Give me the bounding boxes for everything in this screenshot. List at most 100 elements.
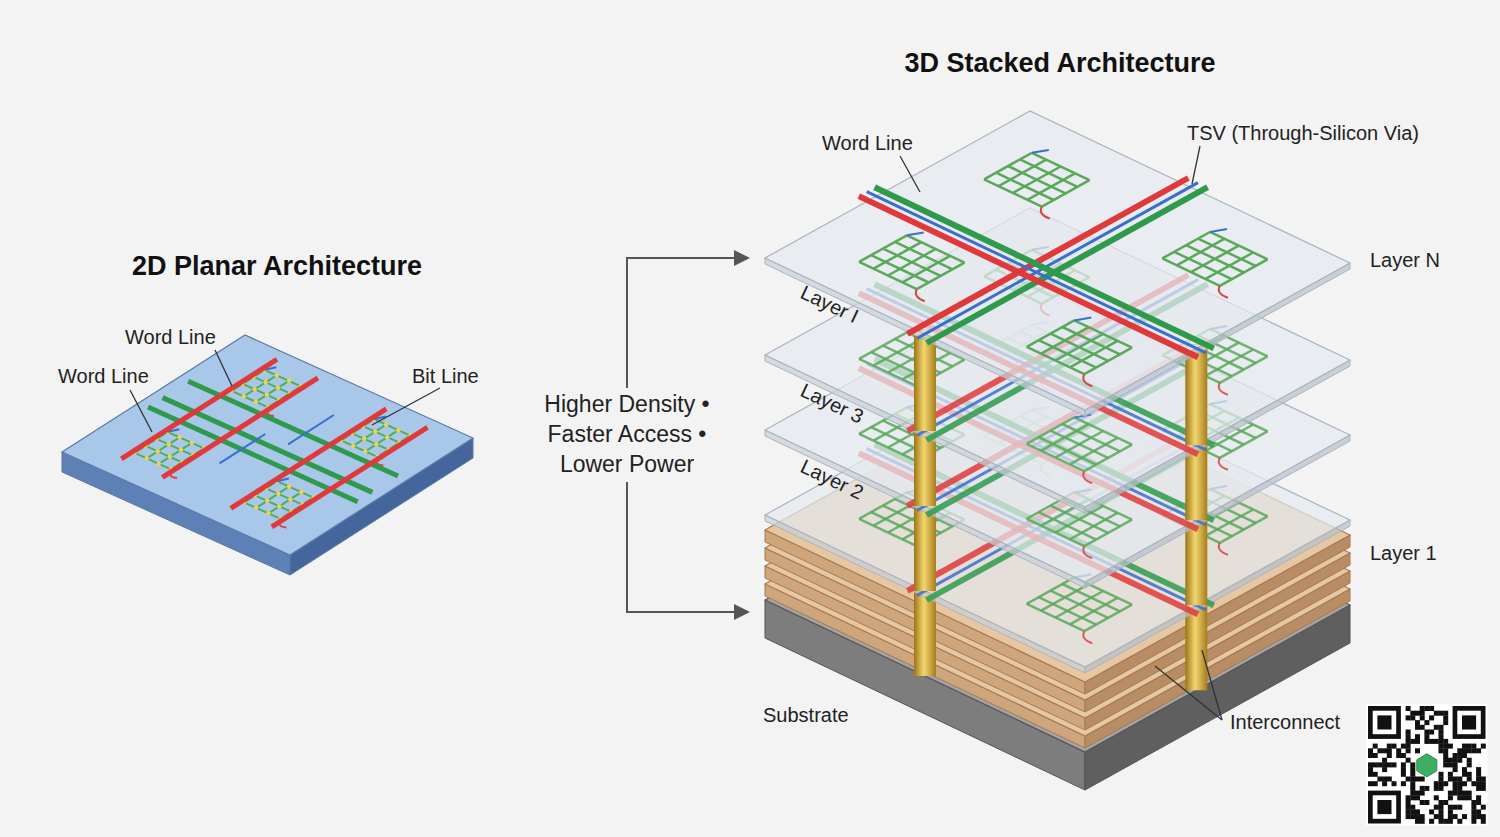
qr-module <box>1410 762 1415 767</box>
qr-module <box>1481 786 1486 791</box>
bit-line <box>927 187 1208 343</box>
memory-cell-dot <box>254 506 258 510</box>
leader-line <box>1155 666 1222 720</box>
qr-module <box>1382 762 1387 767</box>
qr-module <box>1439 805 1444 810</box>
qr-module <box>1382 781 1387 786</box>
qr-module <box>1439 744 1444 749</box>
cell-grid-line <box>999 160 1047 186</box>
leader-line <box>1192 146 1200 184</box>
qr-module <box>1401 753 1406 758</box>
cell-grid-line <box>1056 591 1104 618</box>
memory-cell-dot <box>374 442 378 446</box>
arrow-head <box>734 250 750 266</box>
qr-module <box>1420 814 1425 819</box>
qr-module <box>1467 762 1472 767</box>
qr-module <box>1476 772 1481 777</box>
qr-module <box>1448 819 1453 824</box>
qr-module <box>1406 715 1411 720</box>
qr-module <box>1439 730 1444 735</box>
qr-module <box>1415 809 1420 814</box>
leader-line <box>1202 650 1222 720</box>
qr-finder <box>1368 706 1401 739</box>
cell-grid-line <box>1084 520 1132 547</box>
cell-trace <box>1083 631 1092 643</box>
signal-line <box>867 192 1206 353</box>
qr-module <box>1406 706 1411 711</box>
qr-module <box>1424 706 1429 711</box>
cell-grid-line <box>1056 431 1104 458</box>
cell-grid-line <box>1051 591 1109 618</box>
qr-module <box>1434 781 1439 786</box>
qr-module <box>1392 744 1397 749</box>
qr-module <box>1415 734 1420 739</box>
qr-module <box>1424 739 1429 744</box>
qr-module <box>1410 711 1415 716</box>
qr-module <box>1467 777 1472 782</box>
qr-module <box>1387 744 1392 749</box>
memory-cell-dot <box>363 449 367 453</box>
qr-module <box>1439 748 1444 753</box>
word-line <box>231 409 386 509</box>
memory-cell-dot <box>167 442 171 446</box>
cell-grid-line <box>859 262 917 289</box>
qr-module <box>1453 781 1458 786</box>
callout-label: Word Line <box>822 131 913 155</box>
qr-background <box>1366 704 1488 826</box>
qr-module <box>1415 791 1420 796</box>
memory-cell-dot <box>265 393 269 397</box>
qr-module <box>1481 805 1486 810</box>
cell-grid-line <box>1084 445 1132 472</box>
cell-grid-line <box>859 332 907 359</box>
qr-module <box>1377 762 1382 767</box>
qr-module <box>1387 762 1392 767</box>
qr-module <box>1481 819 1486 824</box>
word-line <box>162 378 318 478</box>
tsv-pillar <box>914 591 936 676</box>
qr-module <box>1467 795 1472 800</box>
qr-module <box>1396 748 1401 753</box>
cell-grid-line <box>1220 259 1268 286</box>
qr-module <box>1401 744 1406 749</box>
arrow-head <box>734 604 750 620</box>
qr-module <box>1481 814 1486 819</box>
cell-grid-line <box>1186 245 1244 272</box>
qr-module <box>1462 772 1467 777</box>
qr-module <box>1476 814 1481 819</box>
memory-cell-dot <box>266 511 270 515</box>
cell-trace <box>1083 546 1092 558</box>
qr-module <box>1467 748 1472 753</box>
callout-label: Word Line <box>125 325 216 349</box>
cell-grid-line <box>1191 246 1239 273</box>
qr-module <box>1434 786 1439 791</box>
qr-module <box>1448 809 1453 814</box>
qr-module <box>1434 725 1439 730</box>
qr-module <box>1476 786 1481 791</box>
qr-module <box>1382 777 1387 782</box>
qr-module <box>1439 777 1444 782</box>
qr-module <box>1368 772 1373 777</box>
qr-finder <box>1368 791 1401 824</box>
qr-module <box>1420 706 1425 711</box>
qr-module <box>1368 781 1373 786</box>
benefit-text: Higher Density • Faster Access • Lower P… <box>527 388 727 482</box>
memory-cell-dot <box>242 394 246 398</box>
qr-module <box>1467 758 1472 763</box>
qr-module <box>1410 772 1415 777</box>
qr-module <box>1434 795 1439 800</box>
cell-trace <box>1041 207 1050 219</box>
cell-grid-line <box>1041 327 1089 353</box>
qr-module <box>1467 791 1472 796</box>
qr-module <box>1406 805 1411 810</box>
qr-module <box>1434 805 1439 810</box>
qr-module <box>1453 758 1458 763</box>
memory-cell-dot <box>253 387 257 391</box>
qr-module <box>1439 800 1444 805</box>
qr-module <box>1373 744 1378 749</box>
qr-module <box>1410 786 1415 791</box>
qr-module <box>1453 762 1458 767</box>
qr-module <box>1429 739 1434 744</box>
cell-grid-line <box>1220 356 1268 383</box>
qr-module <box>1439 725 1444 730</box>
